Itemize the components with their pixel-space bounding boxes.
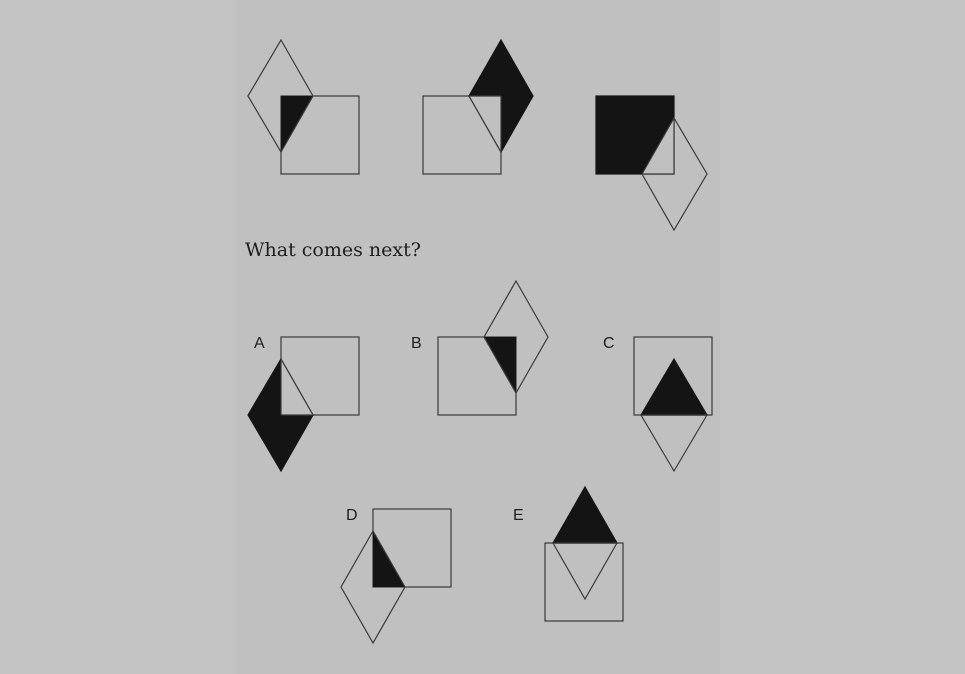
- option-a-figure[interactable]: [247, 336, 360, 473]
- option-b-figure[interactable]: [437, 279, 549, 416]
- option-c-label[interactable]: C: [603, 335, 615, 352]
- option-a-label[interactable]: A: [254, 335, 265, 352]
- option-d-figure[interactable]: [340, 508, 452, 645]
- sequence-figure-3: [595, 95, 708, 232]
- question-text: What comes next?: [245, 239, 421, 261]
- option-c-figure[interactable]: [633, 336, 713, 473]
- option-e-label[interactable]: E: [513, 507, 524, 524]
- option-e-figure[interactable]: [544, 485, 624, 622]
- option-d-label[interactable]: D: [346, 507, 358, 524]
- option-b-label[interactable]: B: [411, 335, 422, 352]
- sequence-figure-2: [422, 38, 534, 175]
- sequence-figure-1: [247, 38, 360, 175]
